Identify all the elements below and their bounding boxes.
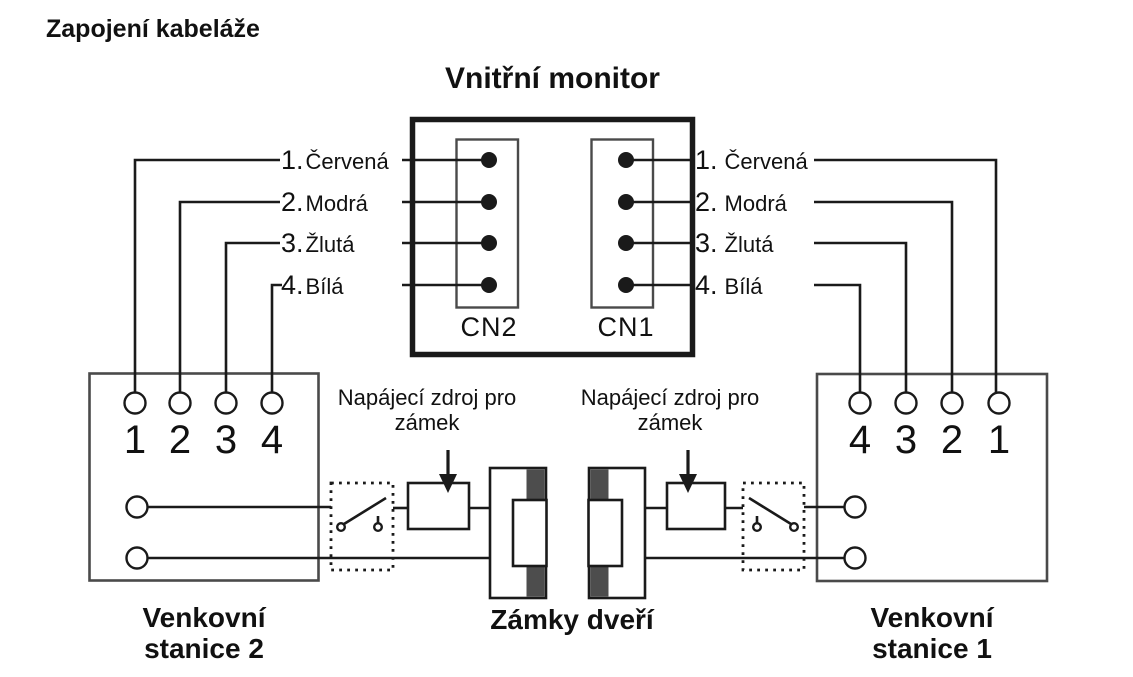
lock-power-label-line2: zámek (394, 410, 460, 435)
wire-left-1 (133, 158, 489, 392)
station-1-terminal-1: 1 (987, 418, 1011, 462)
wire-label-left-3: 3.Žlutá (281, 225, 354, 261)
switch-icon-right (748, 496, 800, 533)
station-1-terminal-circles (843, 391, 1011, 570)
station-2-terminal-4: 4 (260, 418, 284, 462)
station-2-terminal-1: 1 (123, 418, 147, 462)
wire-number: 3. (695, 228, 718, 258)
wire-label-right-2: 2.Modrá (695, 184, 787, 220)
wire-color-name: Červená (305, 149, 389, 174)
wire-number: 3. (281, 228, 304, 258)
station-1-terminal-4: 4 (848, 418, 872, 462)
lock-power-label-line2: zámek (637, 410, 703, 435)
wire-label-right-3: 3.Žlutá (695, 225, 773, 261)
wire-label-right-1: 1.Červená (695, 142, 808, 178)
wire-color-name: Červená (724, 149, 808, 174)
wire-right-4 (626, 283, 862, 392)
wire-label-right-4: 4.Bílá (695, 267, 762, 303)
station-2-label-line1: Venkovní (142, 602, 266, 633)
door-locks-label: Zámky dveří (490, 604, 654, 635)
door-lock-icon-left (488, 466, 548, 600)
wire-label-left-2: 2.Modrá (281, 184, 368, 220)
wire-left-4 (270, 283, 489, 392)
lock-circuit-wires-left (148, 505, 490, 560)
wire-number: 4. (281, 270, 304, 300)
connector-cn2-label: CN2 (460, 312, 518, 342)
power-supply-box-right (665, 450, 727, 531)
wire-color-name: Modrá (305, 191, 368, 216)
station-2-terminal-3: 3 (214, 418, 238, 462)
station-1-label-line2: stanice 1 (872, 633, 992, 664)
wire-number: 2. (281, 187, 304, 217)
station-2-terminal-2: 2 (168, 418, 192, 462)
switch-box-left (329, 481, 395, 572)
cn2-pin-dots (481, 152, 497, 293)
lock-power-label-line1: Napájecí zdroj pro (337, 385, 517, 410)
lock-power-label-left: Napájecí zdroj pro zámek (327, 385, 527, 435)
station-1-label: Venkovní stanice 1 (832, 602, 1032, 664)
wire-right-1 (626, 158, 998, 392)
station-1-label-line1: Venkovní (870, 602, 994, 633)
wire-right-2 (626, 200, 954, 392)
wire-left-2 (178, 200, 489, 392)
wire-label-left-4: 4.Bílá (281, 267, 343, 303)
station-2-label: Venkovní stanice 2 (104, 602, 304, 664)
wire-color-name: Bílá (305, 274, 344, 299)
wire-right-3 (626, 241, 908, 392)
wire-color-name: Modrá (724, 191, 787, 216)
lock-power-label-line1: Napájecí zdroj pro (580, 385, 760, 410)
wire-label-left-1: 1.Červená (281, 142, 389, 178)
wire-color-name: Žlutá (724, 232, 774, 257)
indoor-monitor-title: Vnitřní monitor (445, 62, 660, 95)
wire-color-name: Bílá (724, 274, 763, 299)
wire-number: 1. (695, 145, 718, 175)
lock-circuit-wires-right (645, 505, 844, 560)
wire-number: 4. (695, 270, 718, 300)
switch-icon-left (336, 496, 387, 533)
lock-power-label-right: Napájecí zdroj pro zámek (570, 385, 770, 435)
station-2-terminal-circles (123, 391, 284, 570)
station-1-terminal-3: 3 (894, 418, 918, 462)
down-arrow-icon-left (439, 450, 457, 493)
switch-box-right (741, 481, 806, 572)
down-arrow-icon-right (679, 450, 697, 493)
wire-left-3 (224, 241, 489, 392)
station-2-label-line2: stanice 2 (144, 633, 264, 664)
wire-number: 2. (695, 187, 718, 217)
connector-cn1-label: CN1 (597, 312, 655, 342)
station-1-terminal-2: 2 (940, 418, 964, 462)
power-supply-box-left (406, 450, 471, 531)
cn1-pin-dots (618, 152, 634, 293)
page-title: Zapojení kabeláže (46, 15, 260, 43)
wire-color-name: Žlutá (305, 232, 355, 257)
door-lock-icon-right (587, 466, 647, 600)
wire-number: 1. (281, 145, 304, 175)
